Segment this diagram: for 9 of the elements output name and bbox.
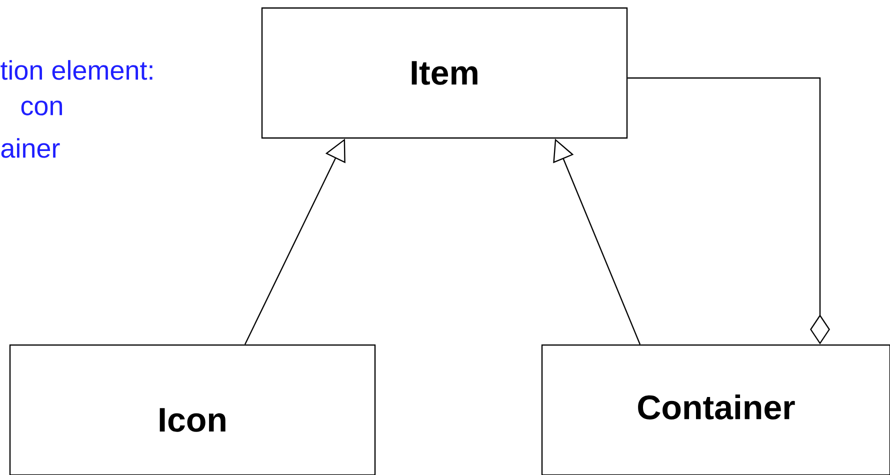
- class-name: Icon: [160, 408, 226, 432]
- class-box: [261, 7, 628, 139]
- note-text: con: [21, 100, 62, 116]
- class-box: [541, 344, 890, 475]
- note-text: ainer: [1, 138, 60, 158]
- note-text: tion element:: [0, 60, 152, 80]
- class-box: [9, 344, 376, 475]
- class-name: Item: [412, 61, 478, 85]
- class-name: Container: [638, 394, 795, 420]
